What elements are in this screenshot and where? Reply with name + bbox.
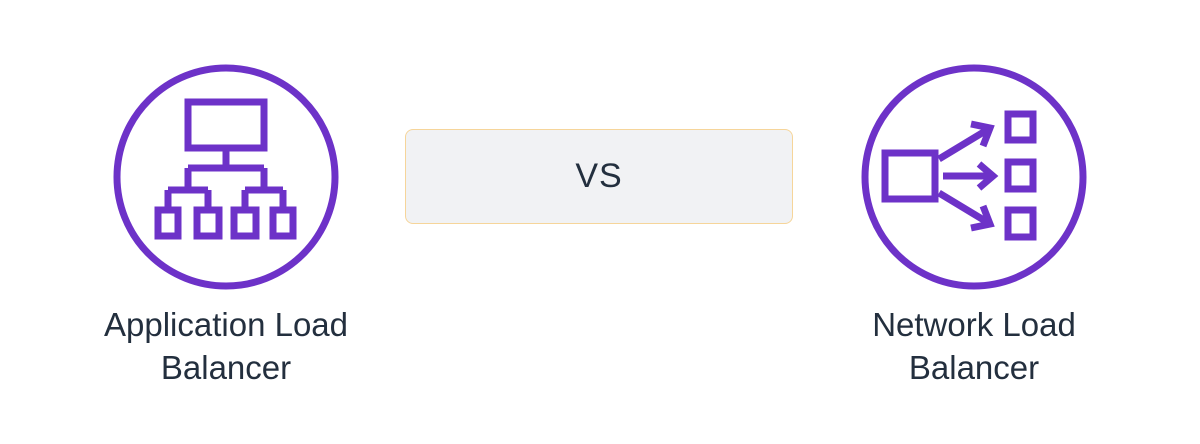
network-load-balancer-label-line2: Balancer	[908, 349, 1040, 386]
application-load-balancer-label: Application Load Balancer	[66, 303, 386, 389]
application-load-balancer-label-line2: Balancer	[160, 349, 292, 386]
vs-text: VS	[575, 157, 623, 195]
application-load-balancer-icon	[111, 64, 341, 290]
network-load-balancer-label: Network Load Balancer	[814, 303, 1134, 389]
network-load-balancer-label-line1: Network Load	[872, 306, 1076, 343]
application-load-balancer-label-line1: Application Load	[103, 306, 349, 343]
network-load-balancer-icon	[859, 64, 1089, 290]
vs-box: VS	[405, 129, 793, 224]
